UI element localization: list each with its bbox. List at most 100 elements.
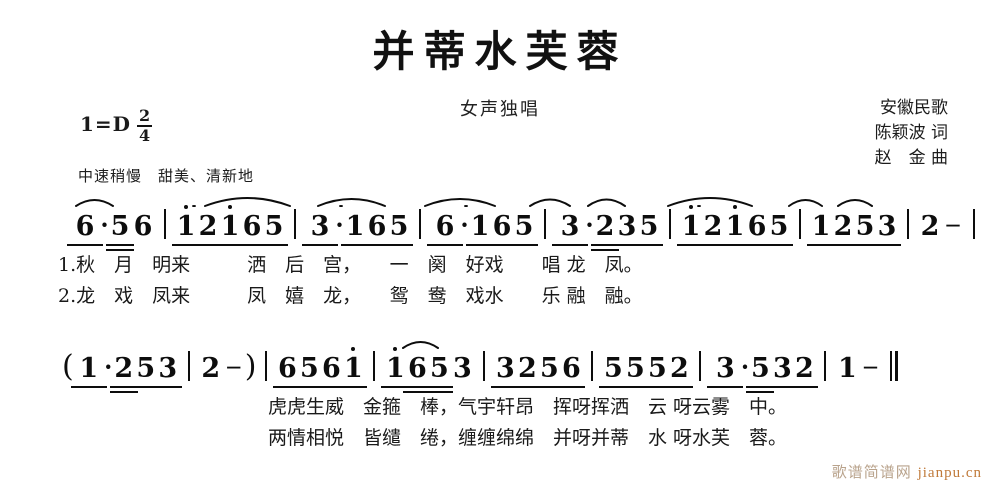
- note: 2: [665, 353, 694, 388]
- note: 1: [341, 211, 369, 246]
- parenthesis-mark: (: [62, 349, 74, 384]
- lyrics-verse-1-line-2: 虎虎生威 金箍 棒，气宇轩昂 挥呀挥洒 云 呀云雾 中。: [268, 396, 788, 418]
- note-number: 3: [453, 353, 472, 384]
- augmentation-dot: ·: [585, 210, 595, 240]
- note: 5: [765, 211, 793, 246]
- note-number: 5: [765, 211, 793, 246]
- note: 1: [70, 354, 107, 388]
- performance-type-subtitle: 女声独唱: [460, 99, 540, 120]
- note: 3: [302, 212, 338, 246]
- note: 1: [677, 211, 705, 246]
- barline: [483, 351, 486, 381]
- note-number: 1: [381, 353, 410, 388]
- watermark-site-name-cn: 歌谱简谱网: [831, 463, 912, 481]
- note-number: 6: [488, 211, 516, 246]
- credits-block: 安徽民歌 陈颖波 词 赵 金 曲: [875, 96, 948, 171]
- note: 5: [635, 211, 663, 246]
- note-number: 5: [599, 353, 628, 388]
- note-number: 5: [106, 211, 134, 251]
- note-number: 3: [873, 211, 901, 246]
- note-number: 5: [621, 353, 650, 388]
- note: 6: [273, 353, 302, 388]
- note-number: 5: [635, 211, 663, 246]
- lyrics-verse-2-line-1: 2.龙 戏 凤来 凤 嬉 龙， 鸳 鸯 戏水 乐 融 融。: [58, 285, 643, 307]
- note: 3: [552, 212, 588, 246]
- note-number: 3: [552, 212, 588, 246]
- watermark-site-url: jianpu.cn: [917, 465, 982, 481]
- note-number: 2: [591, 211, 619, 251]
- note-number: 3: [302, 212, 338, 246]
- note-number: 6: [557, 353, 586, 388]
- note-number: 6: [238, 211, 266, 246]
- barline: [544, 209, 546, 239]
- note-number: 2: [665, 353, 694, 388]
- note: 6: [488, 211, 516, 246]
- note: 3: [873, 211, 901, 246]
- note-number: 2: [513, 353, 542, 388]
- note: 6: [317, 354, 346, 388]
- sustain-dash: –: [946, 209, 960, 238]
- note: 3: [153, 353, 182, 388]
- note-number: 3: [613, 211, 641, 246]
- augmentation-dot: ·: [100, 210, 110, 240]
- lyrics-verse-2-line-2: 两情相悦 皆缱 绻，缠缠绵绵 并呀并蒂 水 呀水芙 蓉。: [268, 427, 788, 449]
- note: 5: [851, 211, 879, 246]
- note: 2: [918, 212, 942, 242]
- barline: [419, 209, 421, 239]
- note-number: 5: [385, 211, 413, 246]
- note-number: 6: [67, 212, 103, 246]
- note: 6: [557, 353, 586, 388]
- note: 6: [403, 354, 432, 393]
- note: 6: [238, 211, 266, 246]
- note-number: 2: [201, 353, 221, 384]
- barline: [294, 209, 296, 239]
- barline: [824, 351, 827, 381]
- note: 1: [721, 212, 749, 246]
- note-number: 2: [790, 353, 819, 388]
- note: 1: [466, 212, 494, 246]
- tempo-expression-marking: 中速稍慢 甜美、清新地: [78, 167, 255, 185]
- note: 5: [131, 354, 160, 388]
- augmentation-dot: ·: [740, 352, 750, 382]
- note-number: 3: [707, 354, 744, 388]
- barline: [591, 351, 594, 381]
- note-number: 5: [260, 211, 288, 246]
- note-number: 6: [427, 212, 463, 246]
- note-number: 5: [851, 211, 879, 246]
- note: 6: [743, 212, 771, 246]
- note-number: 1: [216, 211, 244, 246]
- augmentation-dot: ·: [103, 352, 113, 382]
- barline: [187, 351, 190, 381]
- note-number: 6: [273, 353, 302, 388]
- note: 2: [790, 353, 819, 388]
- note-number: 5: [510, 211, 538, 246]
- time-signature-divider: [137, 125, 153, 127]
- note-number: 2: [699, 211, 727, 246]
- sustain-dash: –: [227, 351, 241, 380]
- note-number: 1: [341, 211, 369, 246]
- note: 5: [535, 354, 564, 388]
- note-number: 5: [425, 353, 454, 393]
- note-number: 1: [677, 211, 705, 246]
- note-number: 3: [153, 353, 182, 388]
- note-number: 5: [295, 353, 324, 388]
- note: 3: [491, 354, 520, 388]
- note: 2: [109, 353, 138, 393]
- note-number: 2: [109, 353, 138, 393]
- note-number: 1: [838, 353, 857, 384]
- augmentation-dot: ·: [335, 210, 345, 240]
- note: 5: [599, 353, 628, 388]
- credit-lyricist: 陈颖波 词: [874, 123, 948, 143]
- sustain-dash: –: [863, 351, 877, 380]
- note-number: 5: [643, 353, 672, 388]
- note-number: 1: [339, 353, 368, 388]
- time-signature-numerator: 2: [138, 106, 151, 125]
- note: 5: [510, 211, 538, 246]
- note: 3: [768, 354, 797, 388]
- barline: [373, 351, 376, 381]
- barline: [699, 351, 702, 381]
- lyrics-block-1: 1.秋 月 明来 洒 后 宫， 一 阕 好戏 唱 龙 凤。 2.龙 戏 凤来 凤…: [0, 250, 1000, 307]
